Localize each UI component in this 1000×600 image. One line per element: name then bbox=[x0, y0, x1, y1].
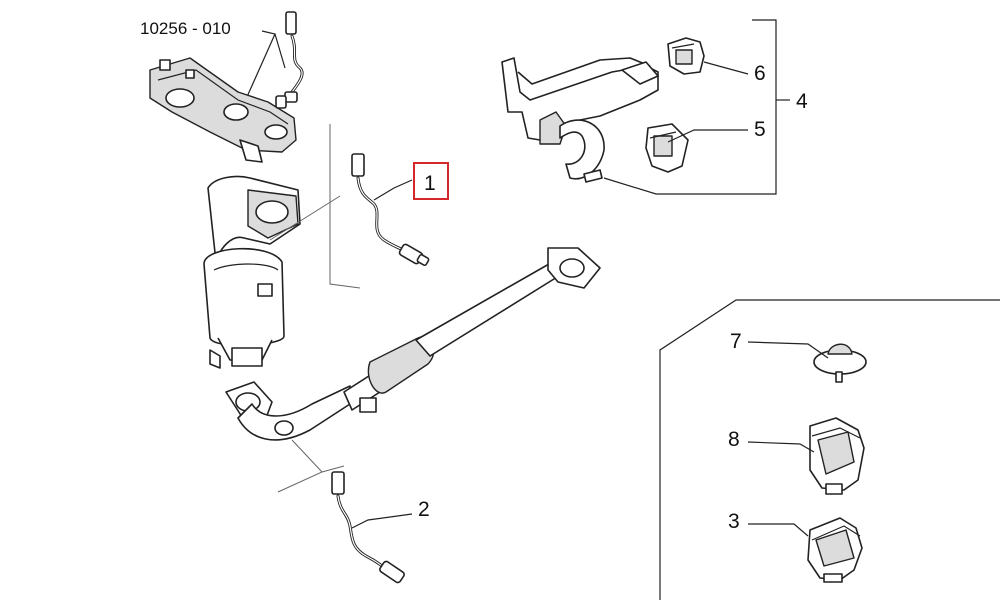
callout-6: 6 bbox=[754, 62, 766, 85]
cap-part-7 bbox=[813, 343, 867, 383]
locator-line-2 bbox=[269, 195, 341, 241]
leader-2 bbox=[351, 513, 413, 529]
leader-3 bbox=[748, 523, 809, 537]
part-number-label: 10256 - 010 bbox=[140, 19, 231, 38]
leader-7 bbox=[747, 341, 829, 359]
callout-1: 1 bbox=[424, 172, 436, 195]
group-bracket-4 bbox=[603, 19, 777, 195]
bracket-assembly bbox=[501, 57, 659, 183]
clip-part-6 bbox=[667, 37, 705, 75]
locator-line-4 bbox=[321, 465, 345, 473]
leader-5 bbox=[667, 129, 748, 143]
exhaust-downpipe bbox=[225, 247, 601, 441]
leader-1 bbox=[373, 179, 413, 201]
leader-6 bbox=[703, 61, 749, 75]
locator-line-1 bbox=[329, 124, 361, 289]
lambda-sensor-2 bbox=[331, 471, 405, 584]
leader-8 bbox=[747, 441, 815, 453]
callout-1-highlight-box bbox=[413, 162, 449, 200]
lambda-sensor-1 bbox=[351, 153, 430, 267]
manifold-sensor bbox=[275, 11, 304, 109]
inset-frame bbox=[659, 299, 1000, 600]
part-number-leader-2 bbox=[274, 33, 286, 69]
clip-part-5 bbox=[645, 123, 689, 173]
exhaust-manifold bbox=[149, 57, 297, 163]
callout-3: 3 bbox=[728, 510, 740, 533]
callout-8: 8 bbox=[728, 428, 740, 451]
catalytic-converter bbox=[203, 175, 301, 369]
callout-7: 7 bbox=[730, 330, 742, 353]
locator-line-3 bbox=[277, 439, 323, 493]
clip-part-8 bbox=[809, 417, 865, 495]
clip-part-3 bbox=[807, 517, 863, 583]
callout-5: 5 bbox=[754, 118, 766, 141]
callout-2: 2 bbox=[418, 498, 430, 521]
callout-4: 4 bbox=[796, 90, 808, 113]
